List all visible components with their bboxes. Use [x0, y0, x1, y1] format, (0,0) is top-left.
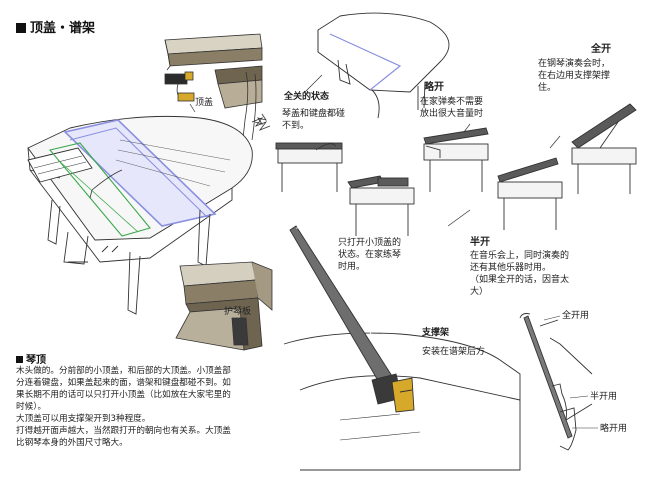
slightly-open-desc: 在家弹奏不需要 放出很大音量时: [420, 97, 484, 119]
prop-stick-detail: [519, 313, 593, 451]
piano-side-fully-open: [571, 103, 637, 194]
subtitle-square-icon: [16, 356, 23, 363]
prop-desc: 安装在谱架后方: [422, 347, 486, 357]
title-square-icon: [16, 23, 26, 33]
fallboard-label: 护琴板: [224, 307, 252, 317]
section-title-text: 顶盖・谱架: [30, 21, 96, 36]
piano-side-half-open: [497, 157, 563, 230]
fallboard-detail: [175, 261, 273, 351]
prop-half-label: 半开用: [590, 392, 618, 402]
lid-section-title: 琴顶: [16, 351, 46, 366]
spring-squiggle: [251, 117, 271, 131]
closed-state-title: 全关的状态: [284, 92, 330, 102]
piano-side-closed: [275, 142, 343, 192]
closed-piano-sketch: [317, 12, 450, 119]
slightly-open-title: 略开: [424, 82, 444, 93]
prop-full-label: 全开用: [562, 311, 590, 321]
section-title: 顶盖・谱架: [16, 21, 95, 37]
fully-open-desc: 在钢琴演奏会时， 在右边用支撑架撑 住。: [538, 59, 611, 93]
fully-open-title: 全开: [591, 44, 611, 55]
top-lid-label: 顶盖: [195, 98, 214, 108]
closed-state-desc: 琴盖和键盘都碰 不到。: [282, 109, 346, 131]
prop-slight-label: 略开用: [600, 424, 628, 434]
piano-pointer-arrow: [89, 113, 267, 199]
lid-pointer-lines: [189, 103, 196, 113]
small-lid-desc: 只打开小顶盖的 状态。在家练琴 时用。: [338, 238, 402, 272]
prop-label-leaders: [543, 315, 598, 429]
closed-pointer: [304, 74, 323, 93]
half-open-title: 半开: [470, 237, 490, 248]
prop-stick-closeup: [283, 225, 521, 471]
lid-section-title-text: 琴顶: [26, 355, 46, 366]
half-open-desc: 在音乐会上，同时演奏的 还有其他乐器时用。 （如果全开的话，因音太 大）: [470, 251, 570, 297]
prop-title: 支撑架: [422, 328, 450, 338]
grand-piano-drawing: [27, 115, 253, 315]
piano-side-small-lid: [347, 175, 415, 236]
lid-section-body: 木头做的。分前部的小顶盖，和后部的大顶盖。小顶盖部 分连着键盘，如果盖起来的面，…: [16, 366, 231, 448]
piano-side-slightly-open: [423, 127, 489, 192]
state-arrows: [315, 123, 561, 227]
